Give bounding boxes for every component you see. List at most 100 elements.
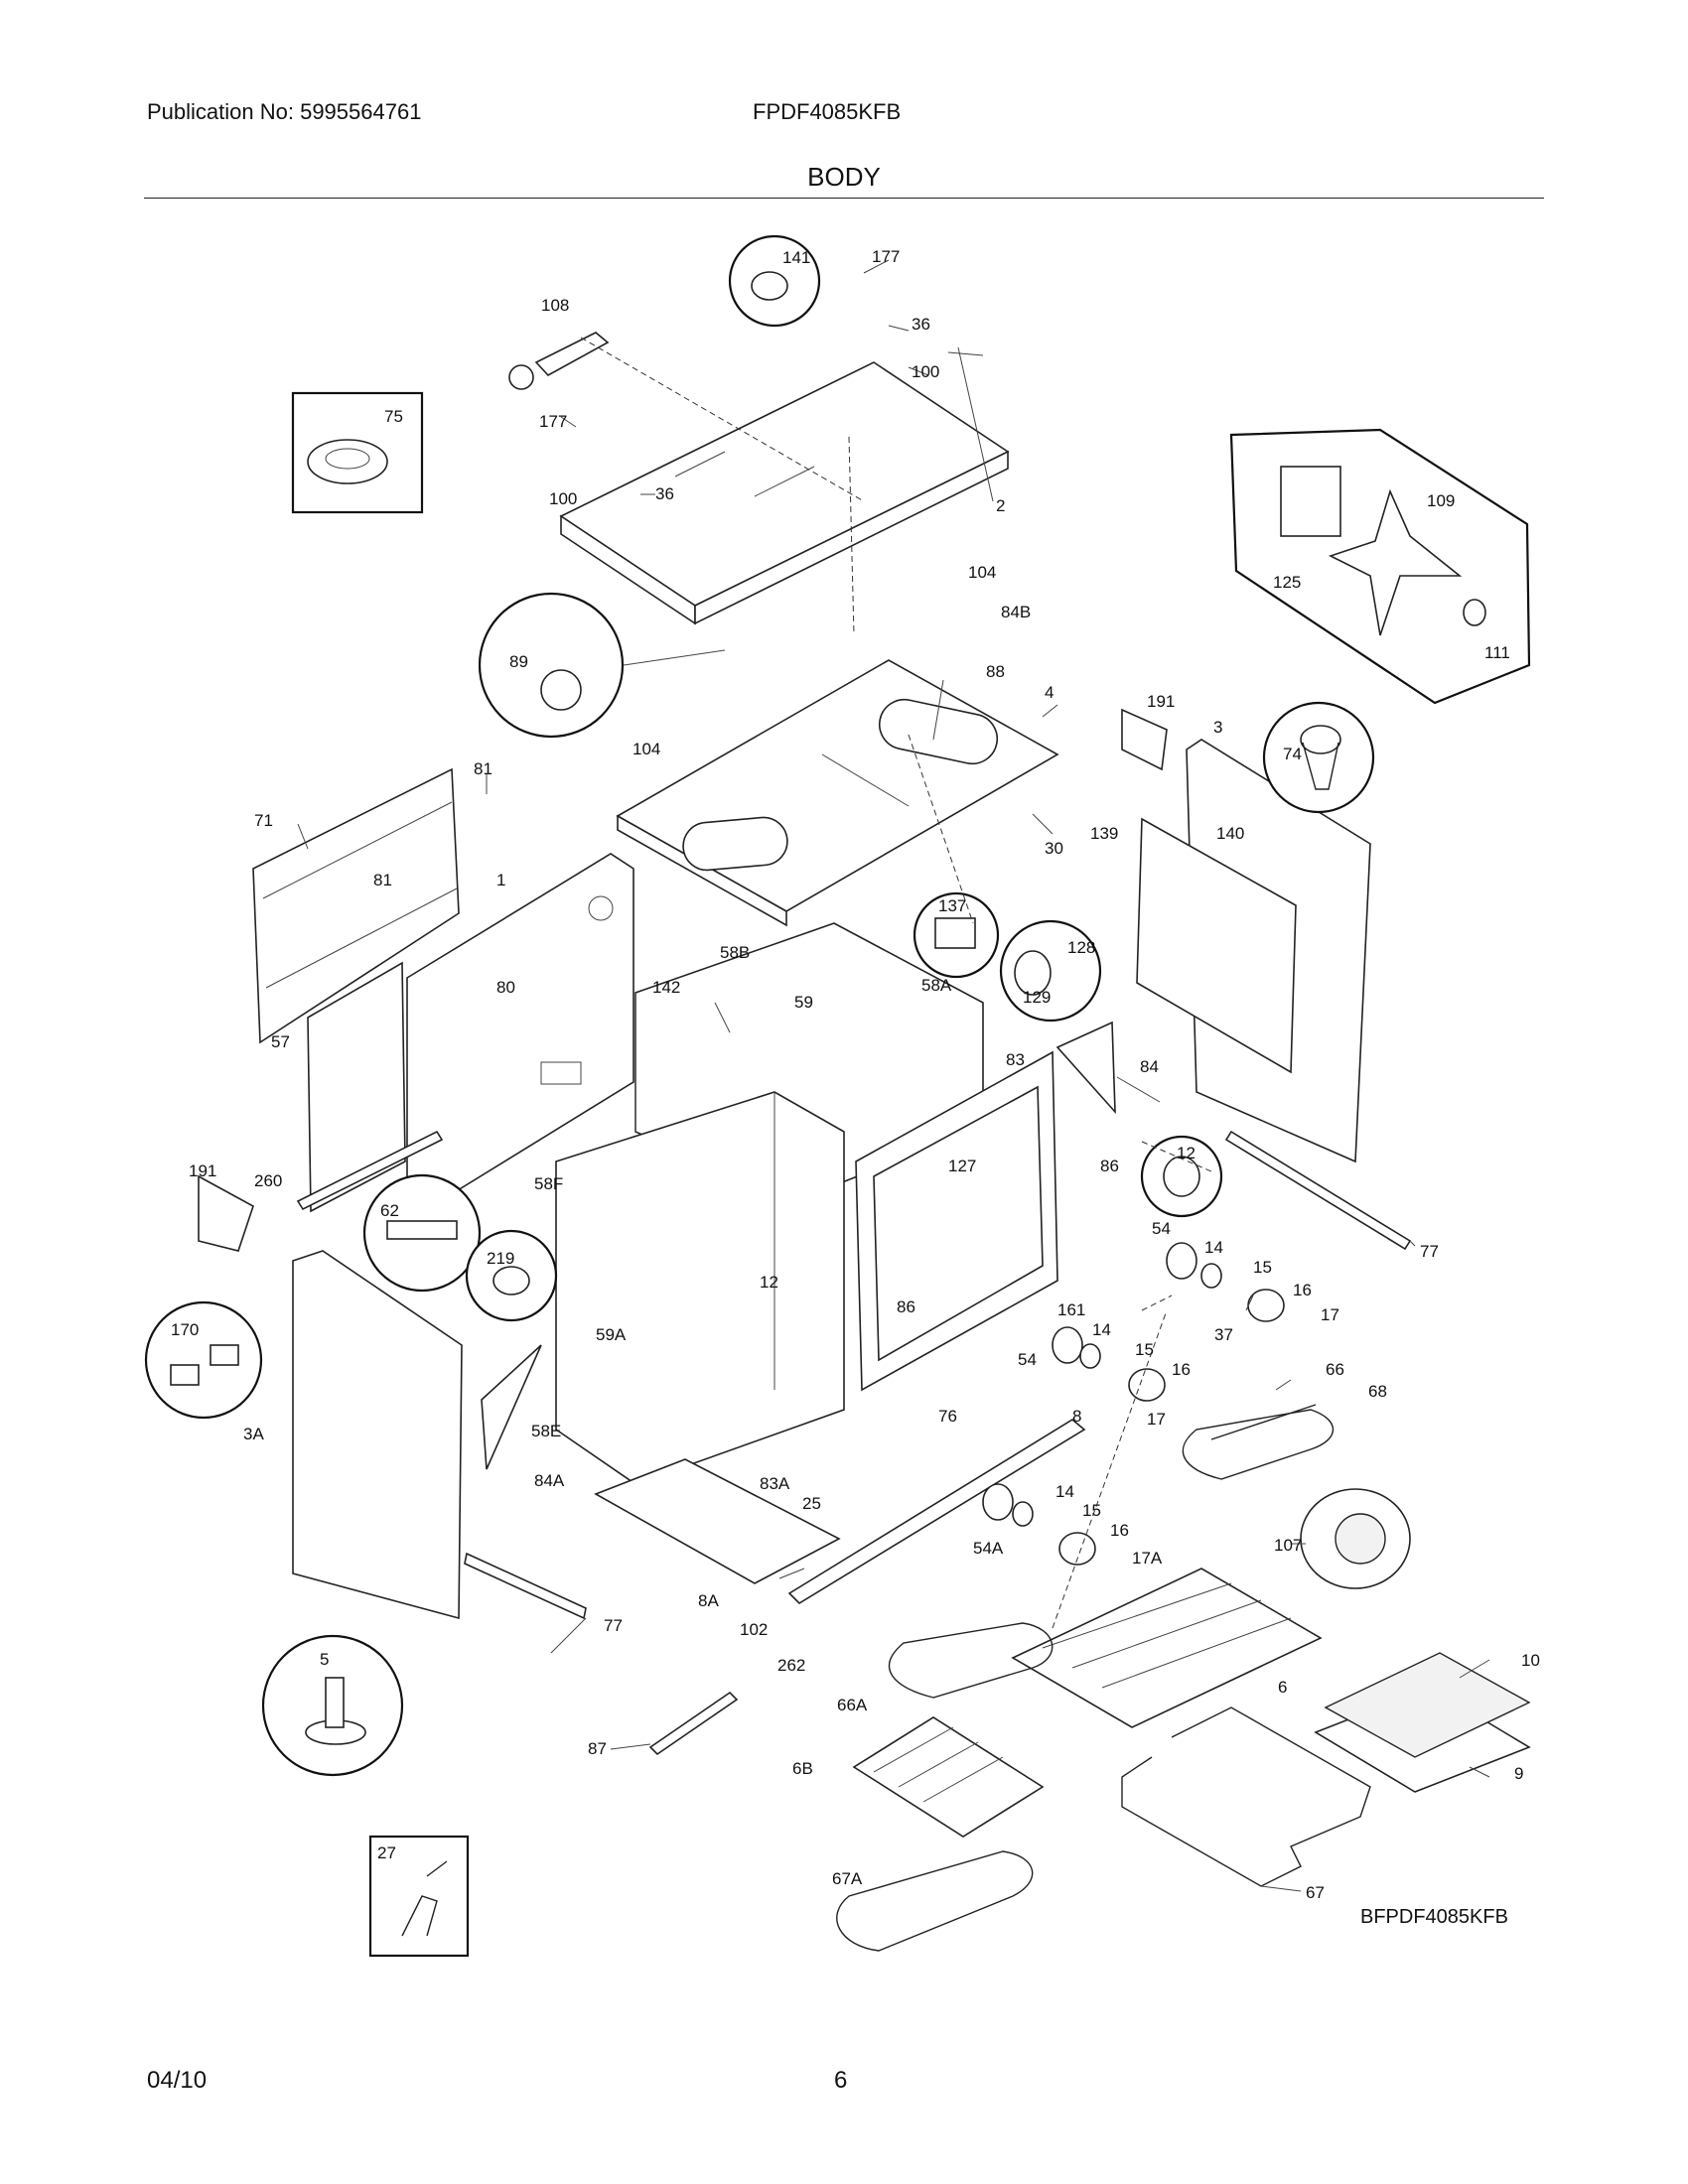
top-panel-part[interactable] (559, 361, 1010, 625)
callout-66: 66 (1326, 1360, 1344, 1379)
callout-15: 15 (1082, 1501, 1101, 1520)
detail-circle-170 (144, 1300, 263, 1420)
callout-108: 108 (541, 296, 569, 315)
side-panel-3[interactable] (1136, 739, 1371, 1163)
detail-circle-89 (478, 592, 625, 739)
callout-15: 15 (1253, 1258, 1272, 1277)
callout-84: 84 (1140, 1057, 1159, 1076)
detail-circle-141 (728, 234, 821, 328)
element-66A[interactable] (888, 1622, 1054, 1699)
callout-27: 27 (377, 1843, 396, 1862)
callout-6B: 6B (792, 1759, 813, 1778)
detail-circle-128 (999, 919, 1102, 1023)
callout-16: 16 (1172, 1360, 1191, 1379)
callout-77: 77 (604, 1616, 623, 1635)
callout-100: 100 (912, 362, 939, 381)
callout-107: 107 (1274, 1536, 1302, 1555)
callout-3A: 3A (243, 1425, 264, 1443)
detail-circle-137 (913, 891, 1000, 979)
callout-191: 191 (189, 1161, 216, 1180)
callout-17: 17 (1147, 1410, 1166, 1429)
rear-panel-57[interactable] (307, 961, 406, 1213)
rail-77-left[interactable] (464, 1552, 587, 1620)
callout-2: 2 (996, 496, 1005, 515)
lamp-assembly-upper[interactable] (1166, 1242, 1285, 1322)
callout-58F: 58F (534, 1174, 563, 1193)
callout-86: 86 (897, 1297, 915, 1316)
callout-177: 177 (872, 247, 900, 266)
callout-58B: 58B (720, 943, 750, 962)
callout-137: 137 (938, 896, 966, 915)
bracket-84A[interactable] (481, 1344, 542, 1470)
oven-rack-6B[interactable] (852, 1716, 1045, 1838)
callout-9: 9 (1514, 1764, 1523, 1783)
callout-77: 77 (1420, 1242, 1439, 1261)
callout-71: 71 (254, 811, 273, 830)
trim-87[interactable] (648, 1691, 739, 1756)
detail-box-27 (368, 1835, 470, 1958)
callout-58E: 58E (531, 1422, 561, 1440)
callout-5: 5 (320, 1650, 329, 1669)
trim-260[interactable] (296, 1130, 444, 1211)
callout-75: 75 (384, 407, 403, 426)
front-rail-262[interactable] (787, 1419, 1086, 1605)
fan-cover-107[interactable] (1300, 1488, 1411, 1589)
callout-8A: 8A (698, 1591, 719, 1610)
side-panel-71[interactable] (252, 767, 460, 1044)
bracket-191[interactable] (1121, 708, 1168, 771)
oven-cavity-part[interactable] (555, 922, 984, 1485)
callout-141: 141 (782, 248, 810, 267)
header-rule (144, 198, 1544, 199)
oven-top-part[interactable] (616, 659, 1059, 927)
bake-element-67[interactable] (1121, 1706, 1371, 1887)
callout-109: 109 (1427, 491, 1455, 510)
callout-67A: 67A (832, 1869, 863, 1888)
callout-161: 161 (1057, 1300, 1085, 1319)
callout-104: 104 (633, 740, 660, 758)
callout-102: 102 (740, 1620, 768, 1639)
callout-30: 30 (1045, 839, 1063, 858)
detail-box-125-109 (1229, 428, 1531, 705)
callout-59A: 59A (596, 1325, 627, 1344)
callout-14: 14 (1092, 1320, 1111, 1339)
callout-54A: 54A (973, 1539, 1004, 1558)
broiler-insert-10[interactable] (1324, 1652, 1531, 1758)
callout-140: 140 (1216, 824, 1244, 843)
bracket-84[interactable] (1055, 1021, 1116, 1115)
figure-code: BFPDF4085KFB (1360, 1906, 1508, 1928)
callout-84A: 84A (534, 1471, 565, 1490)
fan-motor-108[interactable] (508, 332, 610, 390)
bracket-191-lower[interactable] (198, 1174, 254, 1252)
callout-219: 219 (487, 1249, 514, 1268)
callout-4: 4 (1045, 683, 1054, 702)
bottom-tray-8A[interactable] (594, 1458, 841, 1584)
callout-36: 36 (912, 315, 930, 334)
callout-10: 10 (1521, 1651, 1540, 1670)
oven-front-frame[interactable] (855, 1050, 1058, 1392)
callout-125: 125 (1273, 573, 1301, 592)
callout-1: 1 (496, 871, 505, 889)
lamp-assembly-lower[interactable] (982, 1483, 1096, 1566)
callout-54: 54 (1152, 1219, 1171, 1238)
element-67A[interactable] (836, 1850, 1034, 1952)
callout-6: 6 (1278, 1678, 1287, 1697)
callout-17: 17 (1321, 1305, 1339, 1324)
callout-260: 260 (254, 1171, 282, 1190)
callout-57: 57 (271, 1032, 290, 1051)
detail-circle-74 (1262, 701, 1375, 814)
publication-number: Publication No: 5995564761 (147, 99, 422, 124)
callout-12: 12 (1177, 1144, 1196, 1162)
oven-rack-6[interactable] (1011, 1568, 1323, 1728)
callout-37: 37 (1214, 1325, 1233, 1344)
broil-element-66[interactable] (1182, 1404, 1335, 1480)
callout-58A: 58A (921, 976, 952, 995)
callout-14: 14 (1204, 1238, 1223, 1257)
callout-15: 15 (1135, 1340, 1154, 1359)
side-panel-3A[interactable] (292, 1250, 463, 1620)
callout-128: 128 (1067, 938, 1095, 957)
rail-77-right[interactable] (1224, 1130, 1412, 1251)
callout-68: 68 (1368, 1382, 1387, 1401)
lamp-assembly-middle[interactable] (1052, 1326, 1166, 1402)
callout-8: 8 (1072, 1407, 1081, 1426)
footer-page-number: 6 (834, 2067, 848, 2094)
